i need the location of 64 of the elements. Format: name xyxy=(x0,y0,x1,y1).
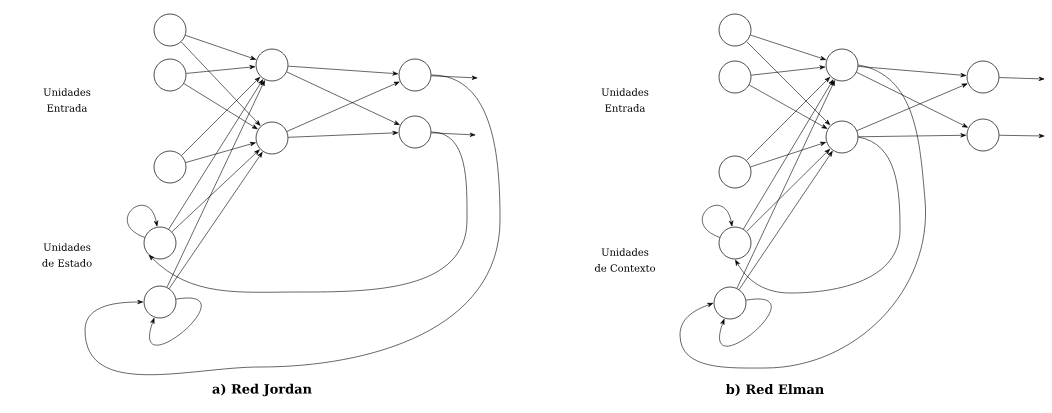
arrow xyxy=(171,149,260,233)
neuron-circle xyxy=(153,13,187,47)
feedback-arrow xyxy=(735,136,901,294)
arrow xyxy=(736,80,835,289)
arrow xyxy=(858,66,967,78)
arrow xyxy=(185,65,256,74)
loop-arrow xyxy=(127,205,159,238)
output-arrow xyxy=(431,75,478,80)
arrow xyxy=(185,35,256,60)
arrow xyxy=(746,148,831,232)
arrow xyxy=(166,80,265,288)
neuron-circle xyxy=(713,286,747,320)
neuron-circle xyxy=(153,58,187,92)
neuron-circle xyxy=(398,58,432,92)
neuron-circle xyxy=(825,48,859,82)
neuron-circle xyxy=(966,118,1000,152)
arrow xyxy=(746,76,831,161)
loop-arrow xyxy=(149,297,202,346)
arrow xyxy=(858,133,967,138)
arrow xyxy=(750,34,826,61)
arrow xyxy=(743,79,834,230)
neuron-circle xyxy=(255,48,289,82)
arrow xyxy=(856,83,968,131)
output-arrow xyxy=(999,133,1045,139)
arrow xyxy=(856,71,968,128)
arrow xyxy=(168,79,264,230)
arrow xyxy=(168,151,263,289)
group-label: Unidades Entrada xyxy=(601,88,649,112)
group-label: Unidades de Estado xyxy=(42,243,92,267)
neuron-circle xyxy=(966,60,1000,94)
caption: a) Red Jordan xyxy=(212,383,312,397)
output-arrow xyxy=(431,132,476,137)
arrow xyxy=(750,141,826,168)
arrow xyxy=(180,41,261,126)
arrow xyxy=(750,65,826,76)
arrow xyxy=(183,83,258,130)
arrow xyxy=(746,41,831,126)
feedback-arrow xyxy=(84,74,501,375)
neuron-circle xyxy=(398,115,432,149)
arrow xyxy=(286,81,400,132)
neuron-circle xyxy=(718,226,752,260)
output-arrow xyxy=(999,76,1045,81)
arrow xyxy=(288,130,399,138)
neuron-circle xyxy=(718,60,752,94)
loop-arrow xyxy=(719,298,772,347)
neuron-circle xyxy=(718,13,752,47)
loop-arrow xyxy=(702,205,734,238)
feedback-arrow xyxy=(148,131,468,293)
neuron-circle xyxy=(143,285,177,319)
arrow xyxy=(288,65,399,76)
group-label: Unidades Entrada xyxy=(43,88,91,112)
arrow xyxy=(748,84,828,129)
neuron-circle xyxy=(255,121,289,155)
neuron-circle xyxy=(153,150,187,184)
group-label: Unidades de Contexto xyxy=(594,248,656,272)
neuron-circle xyxy=(143,226,177,260)
arrow xyxy=(185,142,256,163)
feedback-arrow xyxy=(679,64,926,369)
caption: b) Red Elman xyxy=(726,384,824,396)
arrow xyxy=(181,76,261,156)
arrow xyxy=(738,151,833,290)
arrow xyxy=(286,71,400,125)
neuron-circle xyxy=(825,120,859,154)
neuron-circle xyxy=(718,155,752,189)
